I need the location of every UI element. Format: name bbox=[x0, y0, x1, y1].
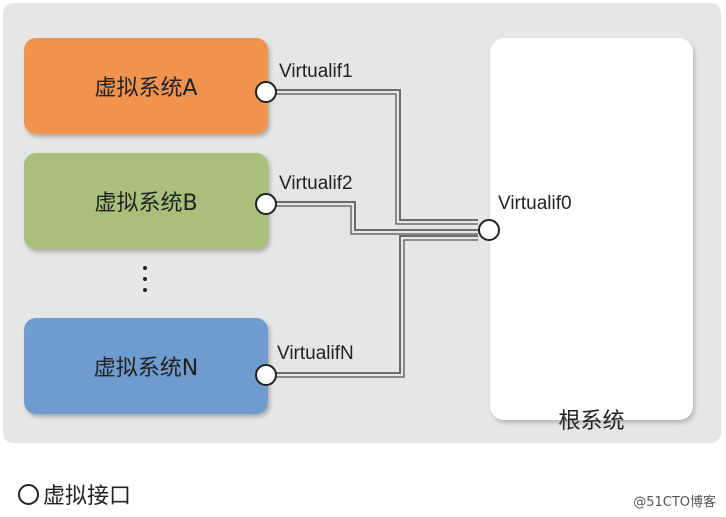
wire-ifn bbox=[276, 235, 478, 374]
watermark: @51CTO博客 bbox=[633, 495, 716, 510]
virtual-system-b-label: 虚拟系统B bbox=[94, 191, 198, 216]
interface-ifn-label: VirtualifN bbox=[277, 343, 354, 364]
wire-ifn-inner bbox=[276, 239, 478, 378]
interface-if1-icon bbox=[255, 81, 277, 103]
wire-if1 bbox=[276, 89, 478, 221]
legend-label: 虚拟接口 bbox=[43, 484, 132, 509]
virtual-interface-icon bbox=[18, 483, 39, 505]
interface-ifn-icon bbox=[255, 364, 277, 386]
wire-if1-inner bbox=[276, 93, 478, 225]
wire-if2 bbox=[276, 201, 478, 231]
virtual-system-n-label: 虚拟系统N bbox=[93, 356, 199, 381]
interface-if2-label: Virtualif2 bbox=[279, 173, 353, 194]
virtual-system-a: 虚拟系统A bbox=[24, 38, 268, 134]
wire-if2-inner bbox=[276, 205, 478, 235]
root-system-label: 根系统 bbox=[558, 409, 625, 434]
ellipsis-icon bbox=[138, 266, 152, 306]
interface-if0-label: Virtualif0 bbox=[498, 193, 572, 214]
interface-if0-icon bbox=[478, 219, 500, 241]
interface-if1-label: Virtualif1 bbox=[279, 61, 353, 82]
virtual-system-b: 虚拟系统B bbox=[24, 153, 268, 249]
virtual-system-n: 虚拟系统N bbox=[24, 318, 268, 414]
root-system: 根系统 bbox=[490, 38, 693, 434]
interface-if2-icon bbox=[255, 193, 277, 215]
virtual-system-a-label: 虚拟系统A bbox=[94, 76, 198, 101]
legend: 虚拟接口 bbox=[18, 478, 131, 510]
